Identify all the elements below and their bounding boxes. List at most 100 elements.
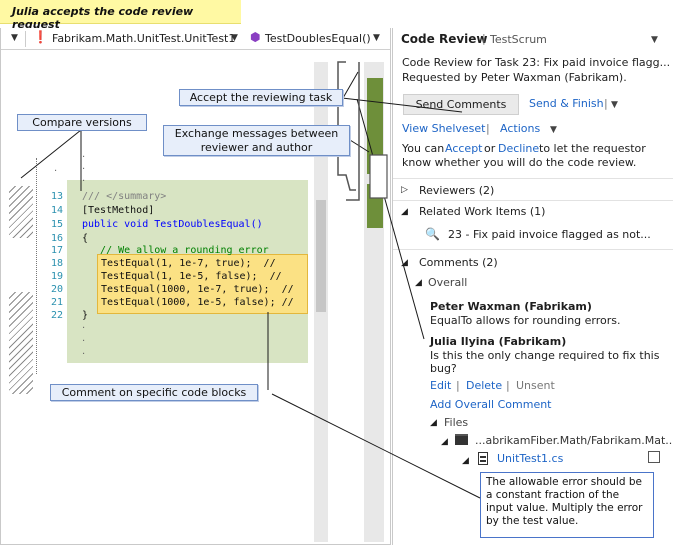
callout-exchange-messages: Exchange messages between reviewer and a… <box>163 125 350 156</box>
actions-menu[interactable]: Actions <box>500 122 541 135</box>
files-group[interactable]: Files <box>444 416 469 429</box>
scrollbar-thumb[interactable] <box>316 200 326 312</box>
collapse-icon[interactable]: ◢ <box>401 258 408 268</box>
elided-lines-dot: · <box>82 152 86 163</box>
decline-link[interactable]: Decline <box>498 142 540 155</box>
folder-icon <box>455 434 468 445</box>
work-item-icon: 🔍 <box>425 227 440 241</box>
class-dropdown[interactable]: Fabrikam.Math.UnitTest.UnitTest1 <box>52 32 236 45</box>
add-overall-comment-link[interactable]: Add Overall Comment <box>430 398 552 411</box>
chevron-down-icon[interactable]: ▼ <box>651 35 658 45</box>
method-icon: ⬢ <box>250 30 261 44</box>
collapse-icon[interactable]: ◢ <box>462 456 469 466</box>
send-comments-button[interactable]: Send Comments <box>403 94 519 115</box>
project-name: TestScrum <box>490 33 547 46</box>
divider <box>393 178 673 179</box>
file-link[interactable]: UnitTest1.cs <box>497 452 564 465</box>
elided-lines-dot: · <box>82 176 86 187</box>
line-number: 18 <box>50 258 63 269</box>
send-finish-button[interactable]: Send & Finish <box>529 97 604 110</box>
comment-author: Julia Ilyina (Fabrikam) <box>430 335 567 348</box>
line-number: 19 <box>50 271 63 282</box>
elided-lines-dot: · <box>54 166 58 177</box>
commented-code-block[interactable] <box>97 254 308 314</box>
cs-file-icon <box>478 452 488 465</box>
page-banner: Julia accepts the code review request <box>0 0 241 31</box>
line-number: 20 <box>50 284 63 295</box>
callout-comment-code-blocks: Comment on specific code blocks <box>50 384 258 401</box>
divider: | <box>506 379 510 392</box>
panel-title: Code Review <box>401 32 488 46</box>
collapse-icon[interactable]: ◢ <box>415 278 422 288</box>
collapse-icon[interactable]: ◢ <box>430 418 437 428</box>
elided-lines-dot: · <box>82 164 86 175</box>
collapse-icon[interactable]: ◢ <box>441 437 448 447</box>
callout-line: Exchange messages between <box>174 127 339 140</box>
code-line: } <box>82 310 89 321</box>
class-icon: ❗ <box>33 30 48 44</box>
chevron-down-icon[interactable]: ▼ <box>373 33 380 43</box>
accept-link[interactable]: Accept <box>445 142 483 155</box>
reviewers-section[interactable]: Reviewers (2) <box>419 184 495 197</box>
code-line: public void TestDoublesEqual() <box>82 219 263 230</box>
divider <box>393 249 673 250</box>
comment-text: EqualTo allows for rounding errors. <box>430 314 621 327</box>
chevron-down-icon[interactable]: ▼ <box>231 33 238 43</box>
code-comment-tooltip: The allowable error should be a constant… <box>480 472 654 538</box>
line-number: 13 <box>50 191 63 202</box>
divider <box>25 31 26 47</box>
code-line: // We allow a rounding error <box>82 245 269 256</box>
file-reviewed-checkbox[interactable] <box>648 451 660 463</box>
chevron-down-icon[interactable]: ▼ <box>550 125 557 135</box>
chevron-down-icon[interactable]: ▼ <box>611 100 618 110</box>
method-dropdown[interactable]: TestDoublesEqual() <box>265 32 371 45</box>
elided-lines-dot: · <box>82 349 86 360</box>
callout-accept-task: Accept the reviewing task <box>179 89 343 106</box>
line-number: 16 <box>50 233 63 244</box>
code-line: [TestMethod] <box>82 205 155 216</box>
cs-file-icon-line <box>480 460 486 462</box>
comment-text: bug? <box>430 362 457 375</box>
expand-icon[interactable]: ▷ <box>401 185 408 195</box>
edit-link[interactable]: Edit <box>430 379 452 392</box>
callout-line: reviewer and author <box>200 141 313 154</box>
requested-by: Requested by Peter Waxman (Fabrikam). <box>402 71 627 84</box>
related-work-items-section[interactable]: Related Work Items (1) <box>419 205 546 218</box>
diff-hatch-region <box>9 186 33 238</box>
code-line: TestEqual(1, 1e-5, false); // <box>101 271 282 282</box>
callout-compare-versions: Compare versions <box>17 114 147 131</box>
overall-group[interactable]: Overall <box>428 276 468 289</box>
title-separator: | <box>482 32 486 45</box>
comment-author: Peter Waxman (Fabrikam) <box>430 300 592 313</box>
folder-path[interactable]: ...abrikamFiber.Math/Fabrikam.Mat... <box>475 434 673 447</box>
chevron-down-icon[interactable]: ▼ <box>11 33 18 43</box>
accept-prompt-text: You can <box>402 142 445 155</box>
line-number: 15 <box>50 219 63 230</box>
collapse-icon[interactable]: ◢ <box>401 207 408 217</box>
accept-prompt-text: to let the requestor <box>539 142 646 155</box>
comment-text: Is this the only change required to fix … <box>430 349 660 362</box>
code-line: { <box>82 233 89 244</box>
line-number: 21 <box>50 297 63 308</box>
work-item-link[interactable]: 23 - Fix paid invoice flagged as not... <box>448 228 651 241</box>
delete-link[interactable]: Delete <box>466 379 503 392</box>
divider: | <box>604 97 608 110</box>
view-shelveset-link[interactable]: View Shelveset <box>402 122 486 135</box>
line-number: 14 <box>50 205 63 216</box>
editor-navigation-bar: ▼ ❗ Fabrikam.Math.UnitTest.UnitTest1 ▼ ⬢… <box>1 28 390 50</box>
overview-change-marker <box>367 78 383 174</box>
divider: | <box>456 379 460 392</box>
code-line: TestEqual(1, 1e-7, true); // <box>101 258 276 269</box>
diff-hatch-region <box>9 292 33 394</box>
review-title: Code Review for Task 23: Fix paid invoic… <box>402 56 671 69</box>
code-line: /// </summary> <box>82 191 167 202</box>
cs-file-icon-line <box>480 456 486 458</box>
accept-prompt-text: know whether you will do the code review… <box>402 156 637 169</box>
divider: | <box>486 122 490 135</box>
divider <box>393 200 673 201</box>
code-line: TestEqual(1000, 1e-5, false); // <box>101 297 294 308</box>
gutter-divider <box>36 158 37 374</box>
overview-change-marker <box>367 184 383 228</box>
comments-section[interactable]: Comments (2) <box>419 256 498 269</box>
line-number: 17 <box>50 245 63 256</box>
